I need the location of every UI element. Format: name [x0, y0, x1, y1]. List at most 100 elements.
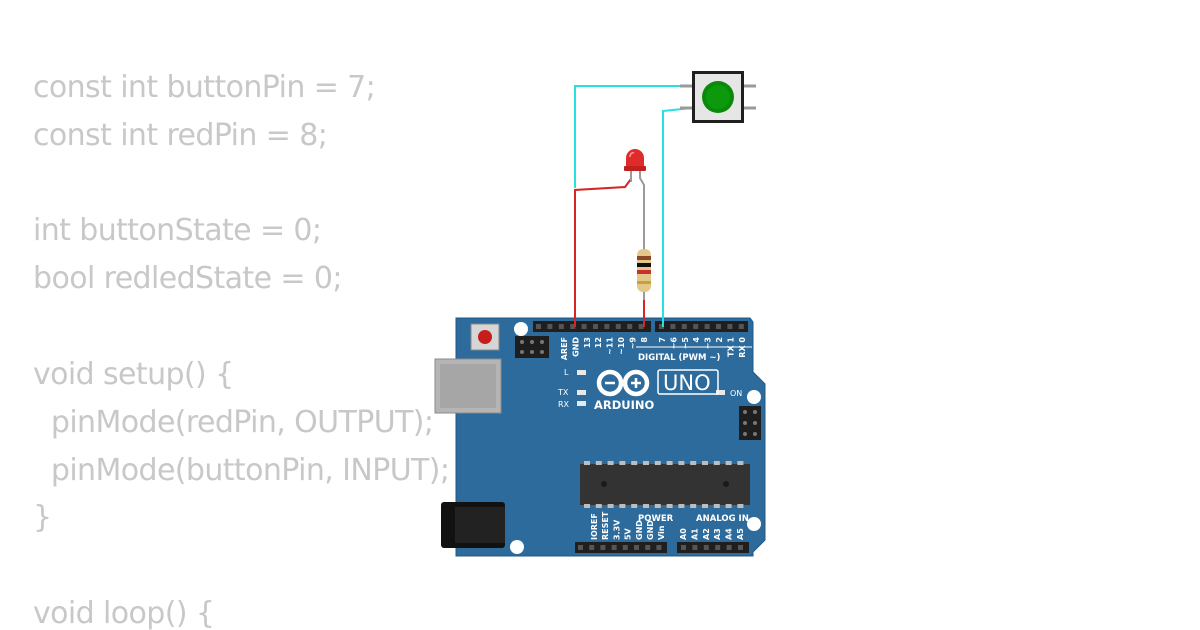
- header-pin[interactable]: [681, 324, 687, 329]
- pin-label: GND: [571, 337, 580, 357]
- header-pin[interactable]: [547, 324, 553, 329]
- pin-label: ~5: [681, 337, 690, 350]
- pin-label: A4: [725, 528, 734, 540]
- header-pin[interactable]: [670, 324, 676, 329]
- header-pin[interactable]: [589, 545, 595, 550]
- wire-cyan-gnd-button[interactable]: [574, 85, 692, 188]
- chip-pin: [666, 461, 673, 465]
- pin-label: IOREF: [590, 513, 599, 540]
- header-pin[interactable]: [738, 324, 744, 329]
- chip-pin: [690, 461, 697, 465]
- chip-pin: [607, 461, 614, 465]
- header-pin[interactable]: [638, 324, 644, 329]
- microcontroller-chip: [580, 461, 750, 508]
- pin-label: 13: [583, 337, 592, 348]
- chip-pin: [666, 504, 673, 508]
- code-line: int buttonState = 0;: [33, 213, 322, 248]
- analog-header: [677, 542, 749, 553]
- resistor[interactable]: [637, 240, 651, 300]
- pin-label: 5V: [624, 527, 633, 540]
- chip-pin: [584, 461, 590, 465]
- header-pin[interactable]: [627, 324, 633, 329]
- chip-pin: [654, 461, 661, 465]
- code-line: void setup() {: [33, 357, 234, 392]
- wire-cyan-pin7-button[interactable]: [662, 107, 693, 327]
- header-pin[interactable]: [703, 545, 709, 550]
- header-pin[interactable]: [611, 545, 617, 550]
- header-pin[interactable]: [570, 324, 576, 329]
- header-pin[interactable]: [704, 324, 710, 329]
- code-editor: const int buttonPin = 7; const int redPi…: [33, 66, 453, 630]
- analog-header-label: ANALOG IN: [696, 514, 749, 524]
- chip-pin: [737, 504, 744, 508]
- header-pin[interactable]: [536, 324, 541, 329]
- pin-label: 7: [658, 337, 667, 343]
- header-pin[interactable]: [581, 324, 587, 329]
- header-pin[interactable]: [634, 545, 639, 550]
- l-led-label: L: [564, 368, 569, 377]
- pin-label: AREF: [560, 337, 569, 360]
- pin-label: ~11: [606, 337, 615, 355]
- power-header: [575, 542, 667, 553]
- header-pin[interactable]: [645, 545, 651, 550]
- pin-label: A3: [713, 528, 722, 540]
- header-pin[interactable]: [659, 324, 664, 329]
- on-led-label: ON: [730, 389, 742, 398]
- header-pin[interactable]: [727, 324, 733, 329]
- power-header-label: POWER: [638, 514, 674, 524]
- header-pin[interactable]: [715, 545, 721, 550]
- pin-label: 12: [594, 337, 603, 348]
- pin-label: RESET: [601, 511, 610, 540]
- header-pin[interactable]: [604, 324, 610, 329]
- pin-label: 3.3V: [612, 519, 621, 540]
- chip-pin: [713, 461, 720, 465]
- chip-pin: [713, 504, 720, 508]
- header-pin[interactable]: [692, 545, 698, 550]
- chip-pin: [643, 504, 649, 508]
- code-line: void loop() {: [33, 596, 215, 630]
- pin-label: ~3: [704, 337, 713, 349]
- pin-label: ~6: [669, 337, 678, 350]
- header-pin[interactable]: [716, 324, 721, 329]
- pin-label: A5: [736, 528, 745, 540]
- code-line: const int buttonPin = 7;: [33, 70, 376, 105]
- header-pin[interactable]: [726, 545, 732, 550]
- code-line: }: [33, 500, 52, 535]
- icsp-header: [515, 336, 549, 358]
- tx-led: [577, 390, 586, 395]
- chip-pin: [595, 504, 602, 508]
- header-pin[interactable]: [738, 545, 743, 550]
- chip-pin: [678, 504, 685, 508]
- chip-pin: [654, 504, 661, 508]
- mounting-hole: [510, 540, 524, 554]
- pin-label: A1: [690, 528, 699, 540]
- chip-pin: [737, 461, 744, 465]
- header-pin[interactable]: [693, 324, 699, 329]
- header-pin[interactable]: [558, 324, 564, 329]
- board-model-label: UNO: [663, 371, 711, 395]
- header-pin[interactable]: [578, 545, 583, 550]
- wire-red-gnd[interactable]: [574, 178, 632, 327]
- header-pin[interactable]: [622, 545, 628, 550]
- chip-pin: [690, 504, 697, 508]
- header-pin[interactable]: [593, 324, 598, 329]
- header-pin[interactable]: [681, 545, 686, 550]
- chip-pin: [702, 504, 708, 508]
- code-line: bool redledState = 0;: [33, 261, 342, 296]
- header-pin[interactable]: [600, 545, 606, 550]
- pin-label: 2: [715, 337, 724, 343]
- pushbutton[interactable]: [680, 71, 756, 123]
- code-line: pinMode(buttonPin, INPUT);: [33, 453, 450, 488]
- pin-label: A0: [679, 528, 688, 540]
- pin-label: ~9: [628, 337, 637, 350]
- red-led[interactable]: [624, 149, 646, 250]
- header-pin[interactable]: [615, 324, 621, 329]
- pin-label: Vin: [657, 525, 666, 540]
- header-pin[interactable]: [656, 545, 662, 550]
- chip-pin: [631, 461, 638, 465]
- digital-header-label: DIGITAL (PWM ~): [638, 353, 720, 363]
- chip-pin: [725, 504, 732, 508]
